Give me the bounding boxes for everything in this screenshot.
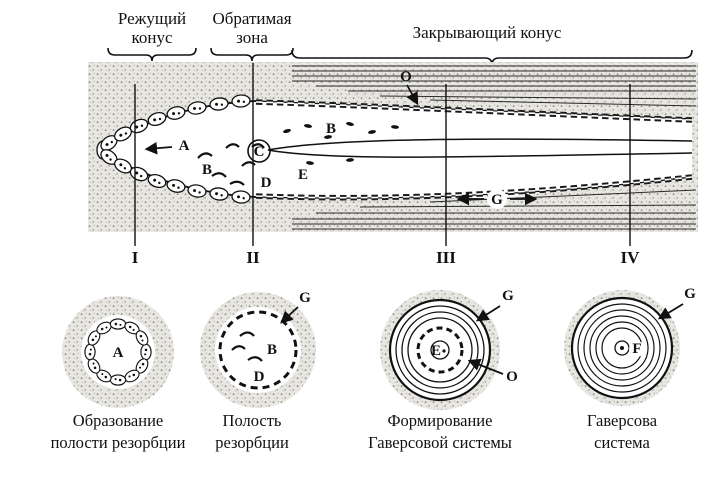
- detached-osteoclast-fragments: [197, 143, 256, 186]
- cross-section-1: A: [62, 296, 174, 408]
- cs3-label-G: G: [502, 288, 514, 304]
- cs1-caption-line1: Образование: [73, 411, 163, 430]
- cs3-caption-line2: Гаверсовой системы: [368, 433, 512, 452]
- cs3-canal: [430, 340, 450, 360]
- cutting-cone-label-line2: конус: [131, 28, 172, 47]
- cs4-arrow-G: [657, 303, 684, 320]
- cs4-cement-line: [570, 296, 674, 400]
- closing-cone-label: Закрывающий конус: [413, 23, 562, 42]
- cs2-arrow-G: [280, 306, 299, 324]
- label-B-upper: B: [326, 121, 336, 137]
- section-plane-lines: [134, 63, 631, 246]
- lamellae-lines: [292, 65, 697, 230]
- label-B-lower: B: [202, 162, 212, 178]
- G-halo: [487, 189, 507, 209]
- cross-section-3: E G O: [380, 288, 518, 410]
- longitudinal-section: A B C D E B O G I II III IV: [88, 62, 698, 267]
- cs2-caption-line2: резорбции: [215, 433, 289, 452]
- capillary-tip: [247, 139, 271, 163]
- numeral-I: I: [132, 248, 139, 267]
- cs2-label-G: G: [299, 290, 311, 306]
- cs4-label-G: G: [684, 286, 696, 302]
- cs2-label-D: D: [254, 369, 265, 385]
- arrow-to-O: [406, 84, 419, 106]
- reversal-zone-label-line2: зона: [236, 28, 268, 47]
- cs3-arrow-O: [467, 358, 504, 375]
- cs2-caption-line1: Полость: [223, 411, 282, 430]
- cs4-F-halo: [629, 341, 645, 357]
- cs1-caption-line2: полости резорбции: [51, 433, 186, 452]
- reversal-zone-brace: [210, 47, 294, 62]
- cs3-arrow-G: [475, 305, 501, 322]
- cs2-osteoclast-fragments: [231, 331, 263, 362]
- cs3-cement-line: [388, 298, 492, 402]
- label-C: C: [254, 144, 265, 160]
- cs4-haversian-canal: [614, 340, 630, 356]
- label-A: A: [179, 138, 190, 154]
- cs3-label-O: O: [506, 369, 518, 385]
- cs1-label-A: A: [113, 345, 124, 361]
- arrow-to-A: [144, 141, 173, 155]
- numeral-IV: IV: [621, 248, 641, 267]
- cutting-cone-brace: [107, 47, 197, 62]
- label-G: G: [491, 192, 503, 208]
- osteoblast-rows: [255, 99, 693, 201]
- cs2-cavity: [215, 307, 301, 393]
- reversal-zone-label-line1: Обратимая: [212, 9, 291, 28]
- label-O: O: [400, 69, 412, 85]
- cs3-osteon-area: [390, 300, 490, 400]
- cs3-osteoblast-ring: [416, 326, 464, 374]
- cross-section-4: F G: [564, 286, 696, 406]
- section-numerals: I II III IV: [132, 248, 640, 267]
- captions: Образование полости резорбции Полость ре…: [51, 411, 658, 452]
- cross-section-2: B D G: [200, 290, 316, 408]
- longitudinal-letter-labels: A B C D E B O G: [179, 69, 504, 208]
- cs3-label-E: E: [431, 343, 441, 359]
- label-D: D: [261, 175, 272, 191]
- cs4-label-F: F: [632, 341, 641, 357]
- cs2-osteoblast-ring: [218, 310, 298, 390]
- numeral-II: II: [246, 248, 260, 267]
- cs3-caption-line1: Формирование: [388, 411, 493, 430]
- resorption-tunnel: [102, 101, 692, 198]
- numeral-III: III: [436, 248, 456, 267]
- cutting-cone-label-line1: Режущий: [118, 9, 186, 28]
- cs4-caption-line2: система: [594, 433, 650, 452]
- cs4-caption-line1: Гаверсова: [587, 411, 658, 430]
- annotation-arrows: [144, 84, 538, 209]
- migrating-cells: [283, 122, 399, 165]
- zone-labels: Режущий конус Обратимая зона Закрывающий…: [118, 9, 562, 47]
- label-E: E: [298, 167, 308, 183]
- cs2-label-B: B: [267, 342, 277, 358]
